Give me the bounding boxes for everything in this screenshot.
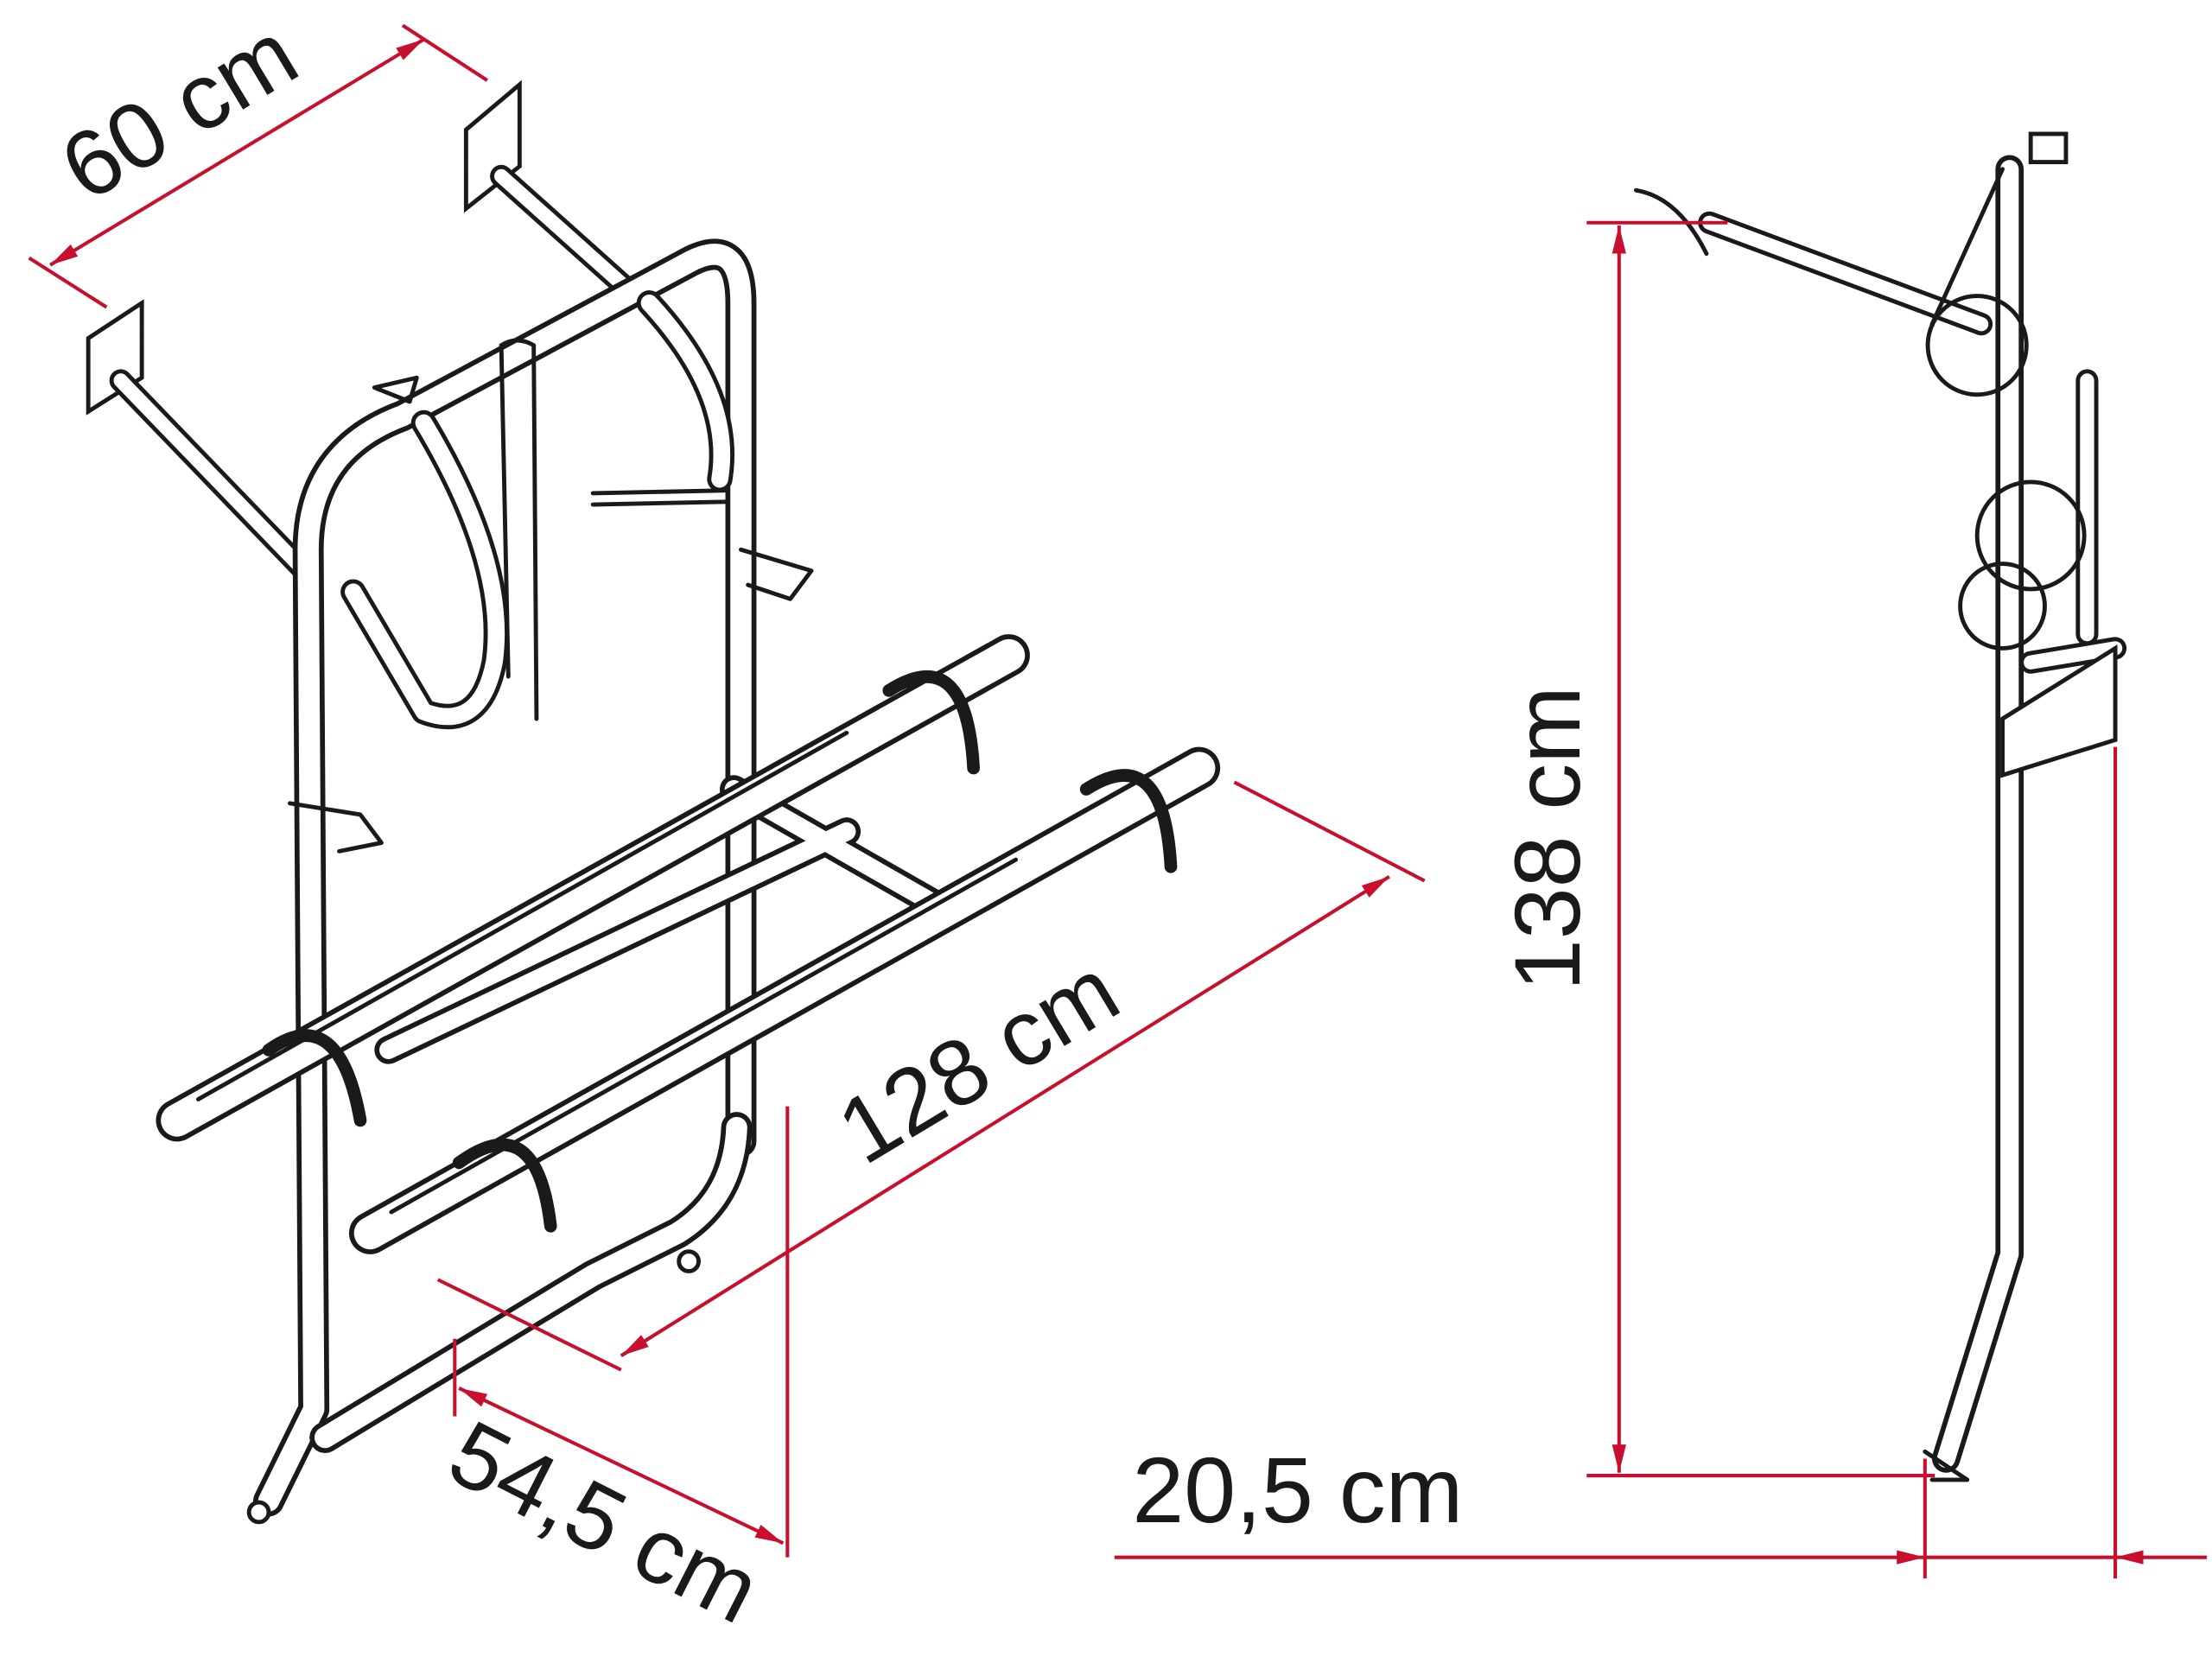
wall-plate-right xyxy=(463,79,522,213)
wheel-rails xyxy=(156,634,1221,1254)
dimension-60: 60 cm xyxy=(28,1,488,309)
dimension-label-height: 138 cm xyxy=(1496,686,1599,991)
wheel-straps xyxy=(262,670,1178,1233)
frame-holders xyxy=(287,290,814,854)
foot-right xyxy=(677,1249,701,1273)
dimension-138: 138 cm xyxy=(1496,220,1936,1478)
foot-left xyxy=(246,1500,271,1525)
dimension-label-depth: 54,5 cm xyxy=(434,1400,776,1643)
rack-front-view xyxy=(86,79,1221,1525)
dimension-20-5: 20,5 cm xyxy=(1114,746,2208,1579)
rack-side-view xyxy=(1633,131,2127,1482)
dimension-label-offset: 20,5 cm xyxy=(1132,1438,1463,1542)
wall-arms xyxy=(109,164,647,589)
